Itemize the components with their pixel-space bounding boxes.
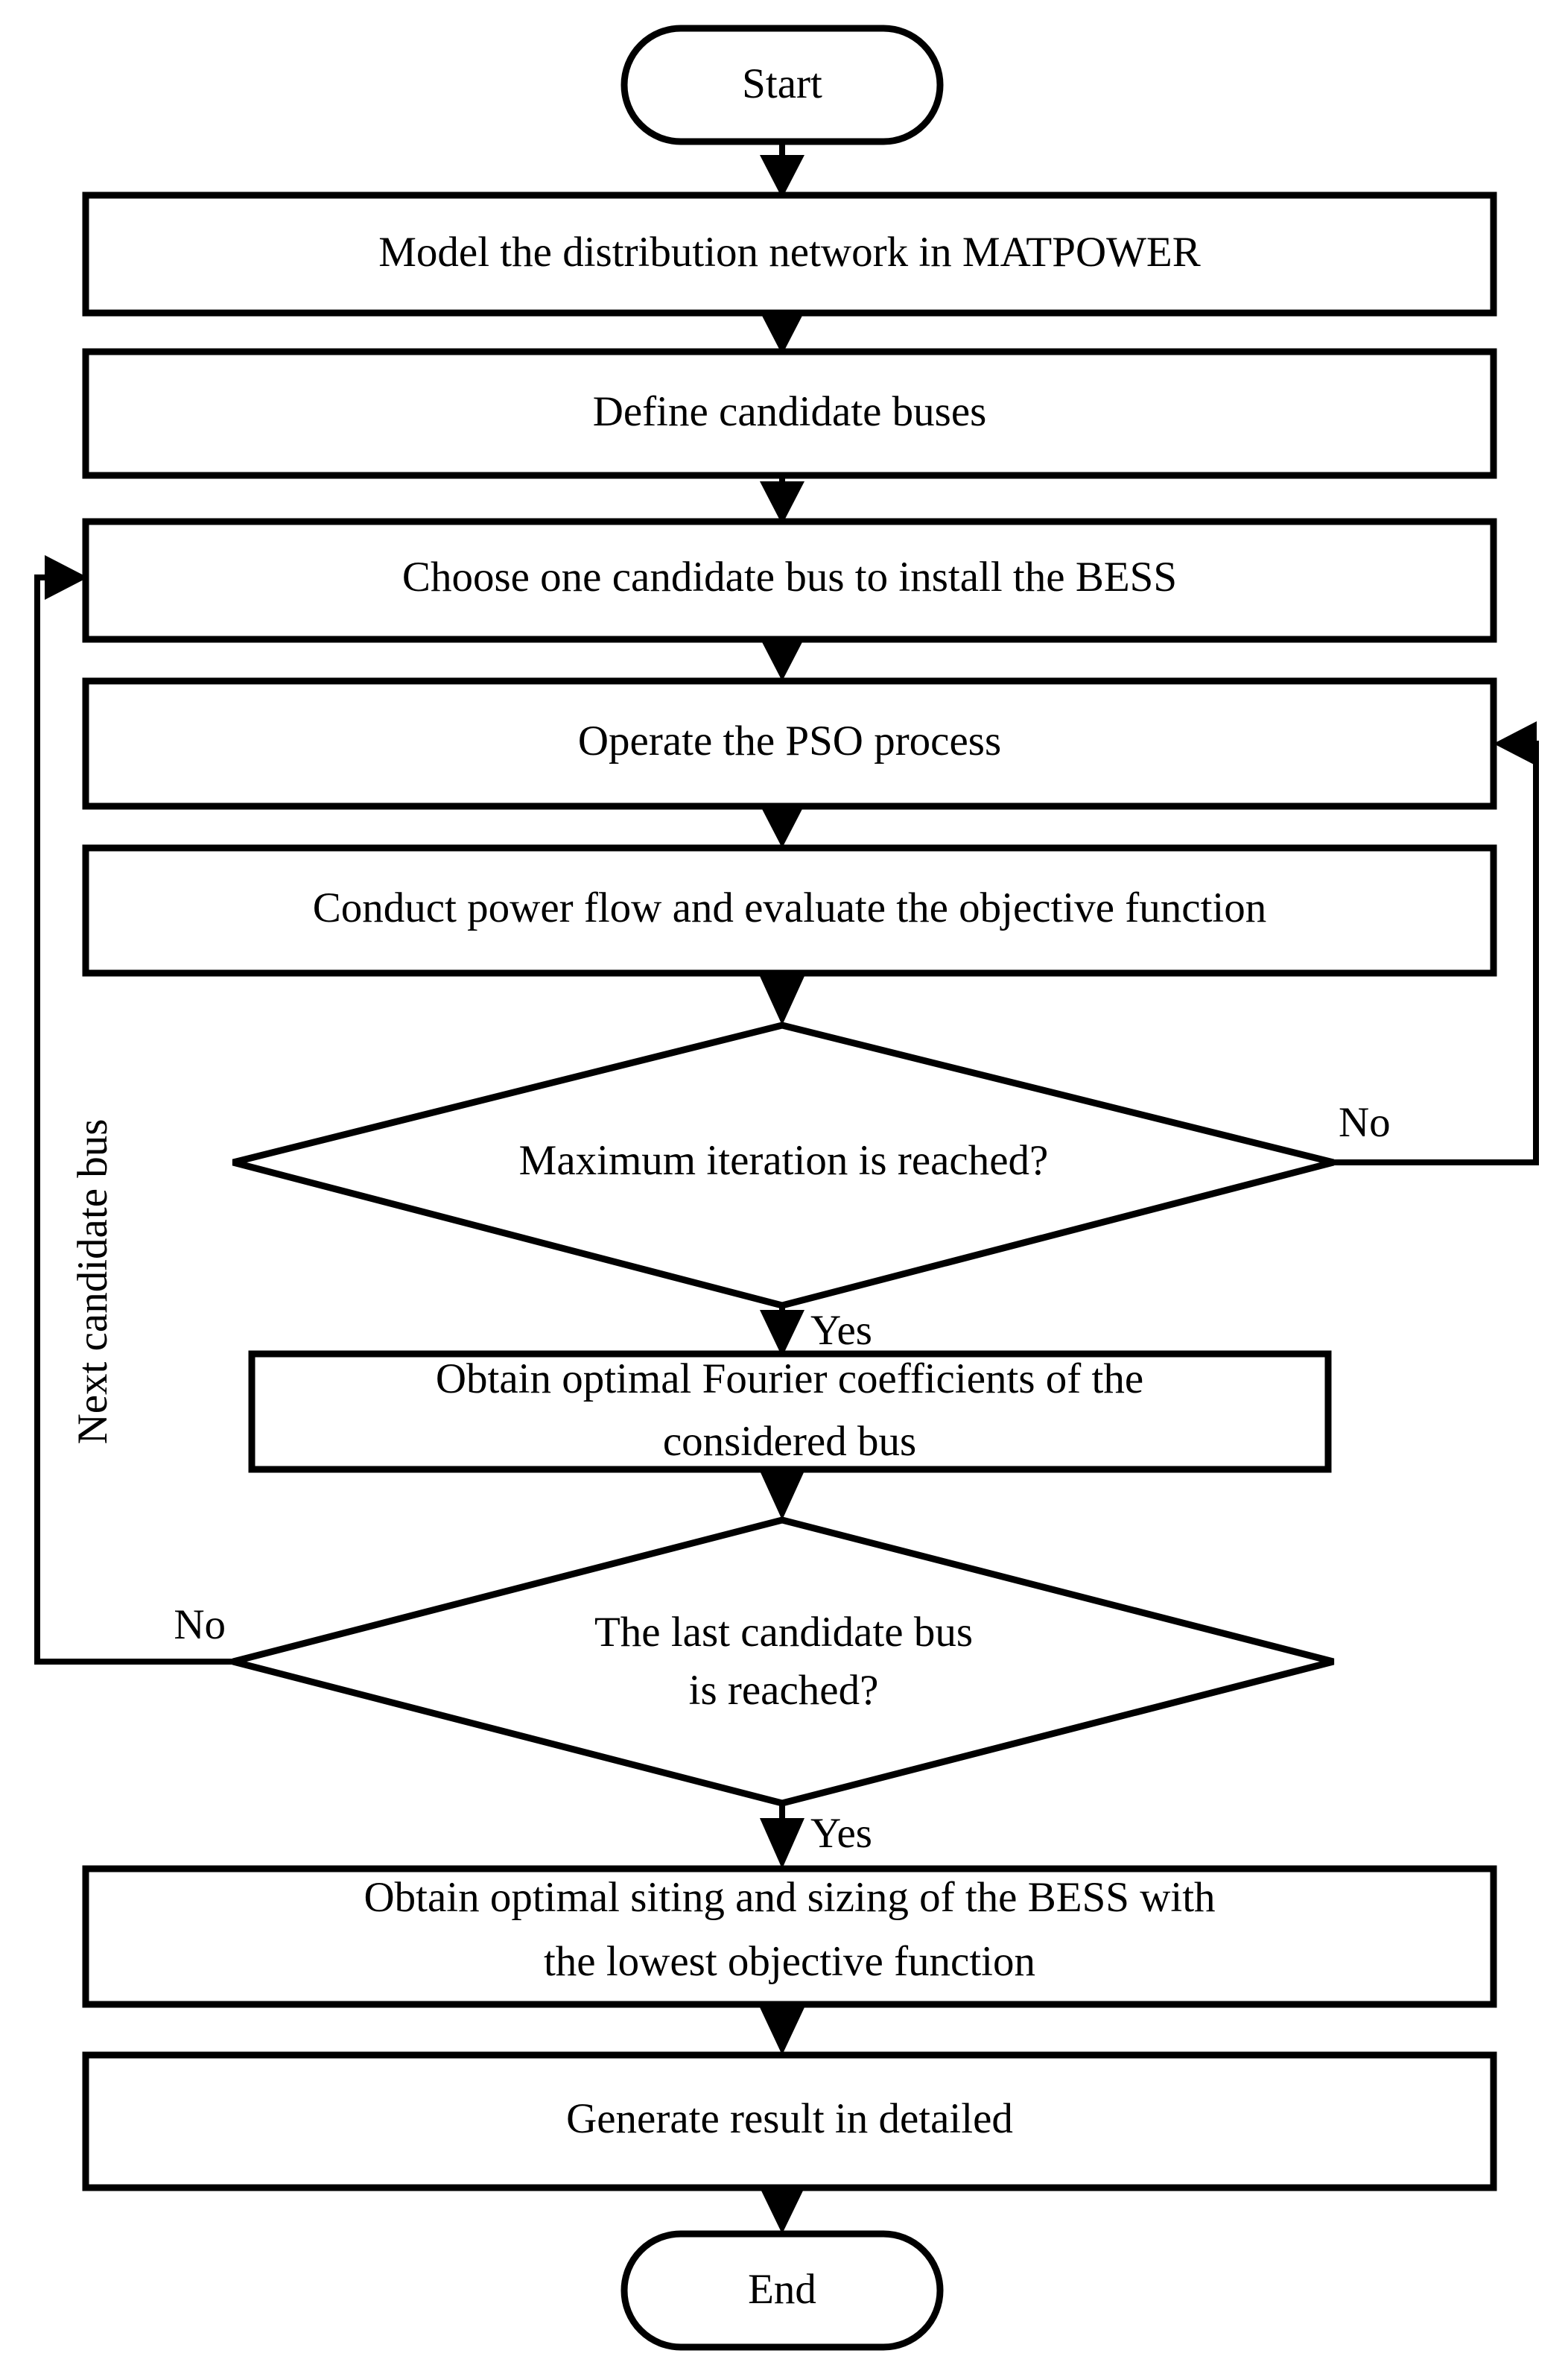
node-fourier-coefficients[interactable]: Obtain optimal Fourier coefficients of t…	[248, 1350, 1332, 1473]
fourier-coefficients-label-line2: considered bus	[663, 1418, 916, 1465]
node-model-network[interactable]: Model the distribution network in MATPOW…	[82, 191, 1497, 317]
end-terminator-shape	[620, 2230, 944, 2351]
pso-process-box	[82, 677, 1497, 810]
edge-label-lastbus-yes: Yes	[810, 1810, 872, 1857]
node-max-iteration-decision[interactable]: Maximum iteration is reached?	[232, 1022, 1335, 1309]
end-label: End	[748, 2266, 816, 2313]
define-buses-label: Define candidate buses	[593, 388, 987, 435]
define-buses-box	[82, 348, 1497, 479]
node-start[interactable]: Start	[620, 25, 944, 145]
fourier-coefficients-box	[248, 1350, 1332, 1473]
node-define-buses[interactable]: Define candidate buses	[82, 348, 1497, 479]
connector-powerflow-to-maxiter	[760, 973, 804, 1025]
node-choose-bus[interactable]: Choose one candidate bus to install the …	[82, 518, 1497, 643]
node-optimal-siting[interactable]: Obtain optimal siting and sizing of the …	[82, 1865, 1497, 2008]
power-flow-box	[82, 844, 1497, 977]
generate-result-box	[82, 2051, 1497, 2191]
connector-fourier-to-lastbus	[760, 1469, 804, 1520]
connector-define-to-choose	[760, 475, 804, 525]
last-bus-diamond	[232, 1516, 1335, 1807]
connector-optimal-to-generate	[760, 2004, 804, 2055]
optimal-siting-label-line1: Obtain optimal siting and sizing of the …	[364, 1874, 1215, 1921]
connector-pso-to-powerflow	[760, 805, 804, 848]
optimal-siting-box	[82, 1865, 1497, 2008]
choose-bus-label: Choose one candidate bus to install the …	[402, 554, 1177, 601]
max-iteration-diamond	[232, 1022, 1335, 1309]
connector-maxiter-no-loop	[1333, 721, 1539, 1165]
generate-result-label: Generate result in detailed	[566, 2095, 1013, 2142]
node-pso-process[interactable]: Operate the PSO process	[82, 677, 1497, 810]
connector-lastbus-no-loop	[34, 555, 233, 1665]
node-last-bus-decision[interactable]: The last candidate bus is reached?	[232, 1516, 1335, 1807]
node-end[interactable]: End	[620, 2230, 944, 2351]
edge-label-lastbus-no: No	[174, 1601, 226, 1648]
start-terminator-shape	[620, 25, 944, 145]
connector-choose-to-pso	[760, 638, 804, 681]
edge-label-maxiter-no: No	[1339, 1099, 1391, 1146]
node-power-flow[interactable]: Conduct power flow and evaluate the obje…	[82, 844, 1497, 977]
connector-lastbus-yes-to-optimal	[760, 1803, 804, 1869]
start-label: Start	[742, 60, 822, 107]
last-bus-label-line1: The last candidate bus	[594, 1609, 973, 1656]
last-bus-label-line2: is reached?	[689, 1667, 879, 1714]
edge-label-maxiter-yes: Yes	[810, 1307, 872, 1354]
model-network-label: Model the distribution network in MATPOW…	[378, 229, 1201, 276]
pso-process-label: Operate the PSO process	[578, 718, 1001, 764]
choose-bus-box	[82, 518, 1497, 643]
max-iteration-label: Maximum iteration is reached?	[519, 1137, 1049, 1184]
model-network-box	[82, 191, 1497, 317]
connector-generate-to-end	[760, 2188, 804, 2234]
edge-label-next-candidate-bus: Next candidate bus	[69, 1119, 116, 1445]
power-flow-label: Conduct power flow and evaluate the obje…	[313, 884, 1267, 931]
fourier-coefficients-label-line1: Obtain optimal Fourier coefficients of t…	[436, 1355, 1143, 1402]
optimal-siting-label-line2: the lowest objective function	[544, 1938, 1035, 1985]
connector-model-to-define	[760, 311, 804, 355]
connector-start-to-model	[760, 142, 804, 198]
connector-maxiter-yes-to-fourier	[760, 1305, 804, 1357]
node-generate-result[interactable]: Generate result in detailed	[82, 2051, 1497, 2191]
